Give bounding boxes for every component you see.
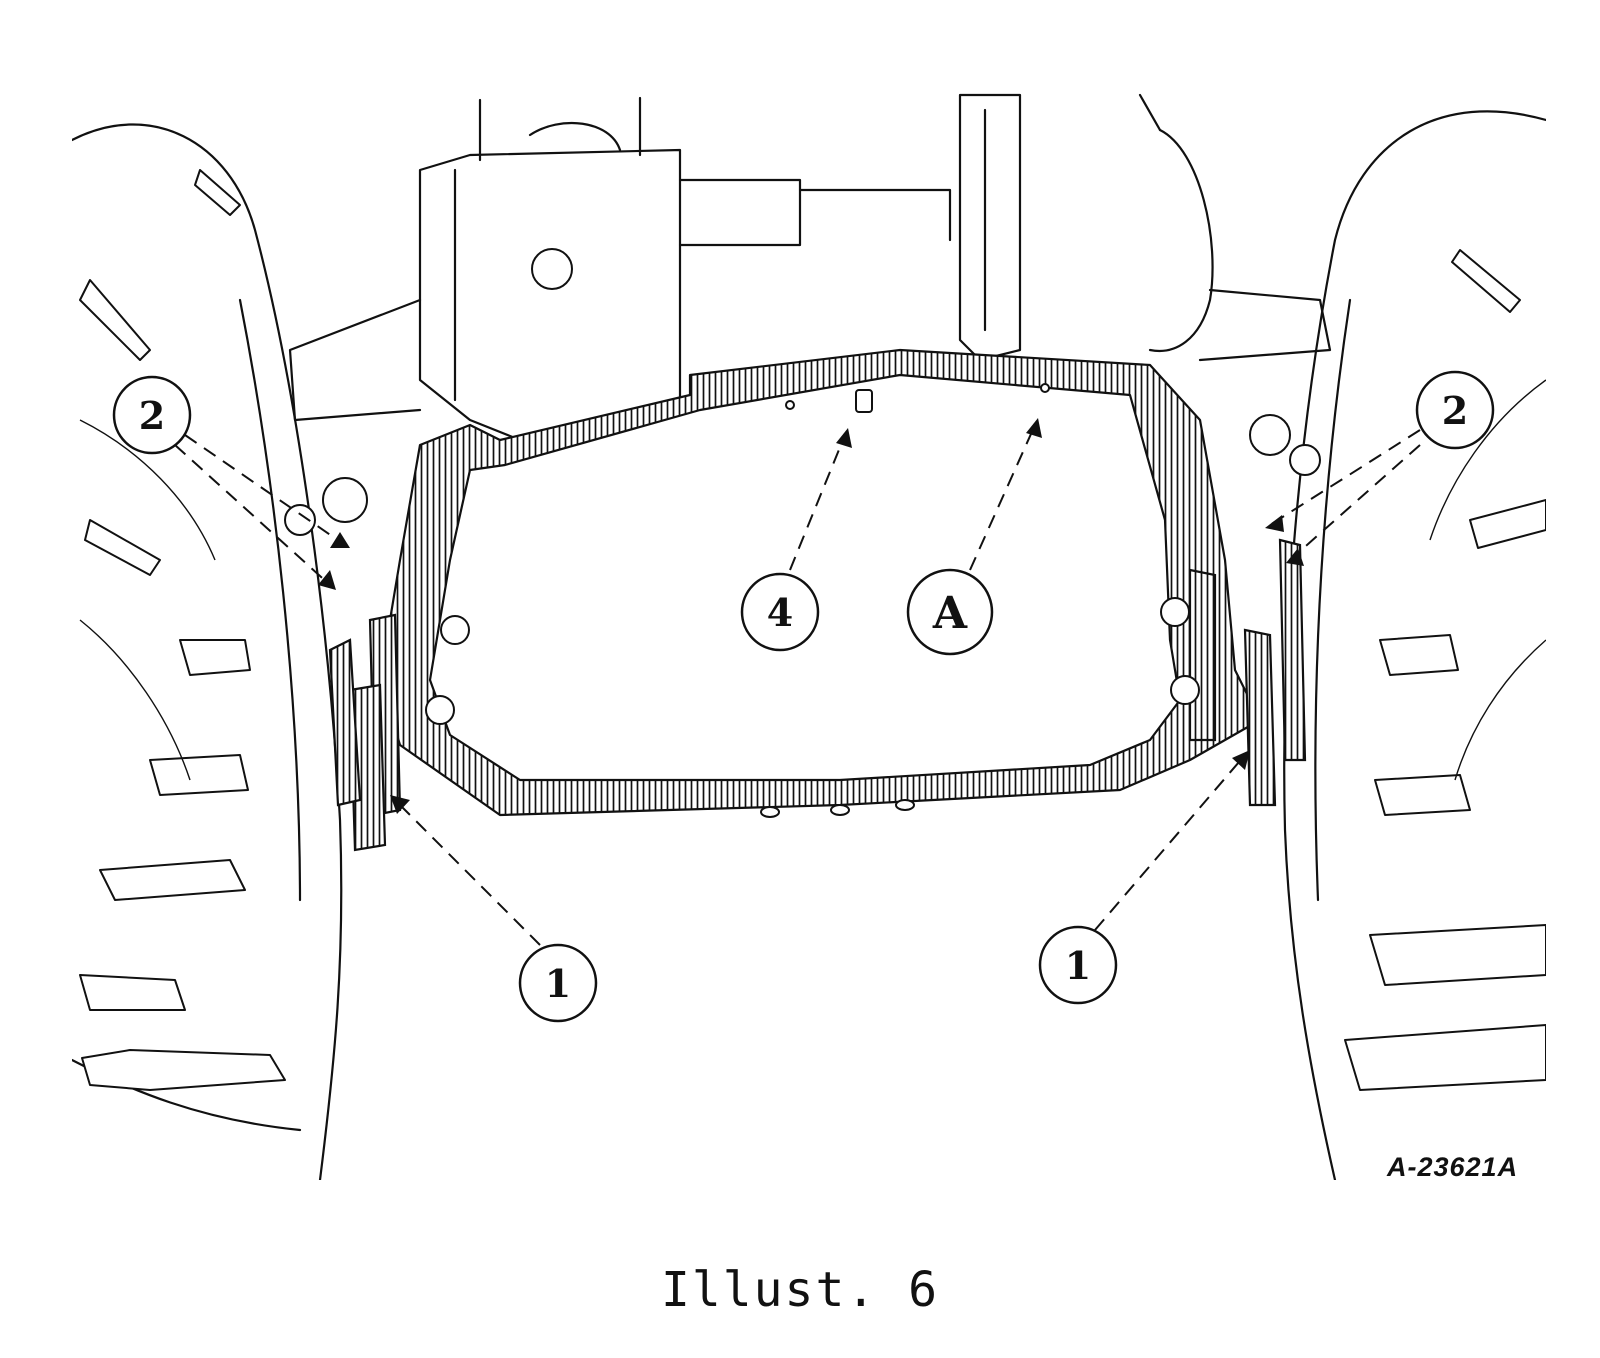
callout-2-right: 2 (1415, 370, 1495, 450)
callout-1-left: 1 (518, 943, 598, 1023)
leader-lines (174, 418, 1421, 946)
part-number: A-23621A (1387, 1152, 1519, 1182)
left-rear-tire (72, 123, 343, 1180)
callout-4-label: 4 (767, 590, 793, 635)
callout-a-label: A (932, 588, 968, 639)
callout-4: 4 (740, 572, 820, 652)
callout-1-left-label: 1 (545, 961, 571, 1006)
callout-1-right-label: 1 (1065, 943, 1091, 988)
figure-caption: Illust. 6 (660, 1262, 940, 1318)
drawbar-frame (378, 348, 1262, 818)
callout-1-right: 1 (1038, 925, 1118, 1005)
callout-a: A (906, 568, 994, 656)
callout-2-right-label: 2 (1442, 388, 1468, 433)
callout-2-left: 2 (112, 375, 192, 455)
left-drawbar-bracket (284, 477, 470, 852)
right-rear-tire (1283, 110, 1546, 1180)
callout-2-left-label: 2 (139, 393, 165, 438)
right-drawbar-bracket (1160, 414, 1321, 807)
